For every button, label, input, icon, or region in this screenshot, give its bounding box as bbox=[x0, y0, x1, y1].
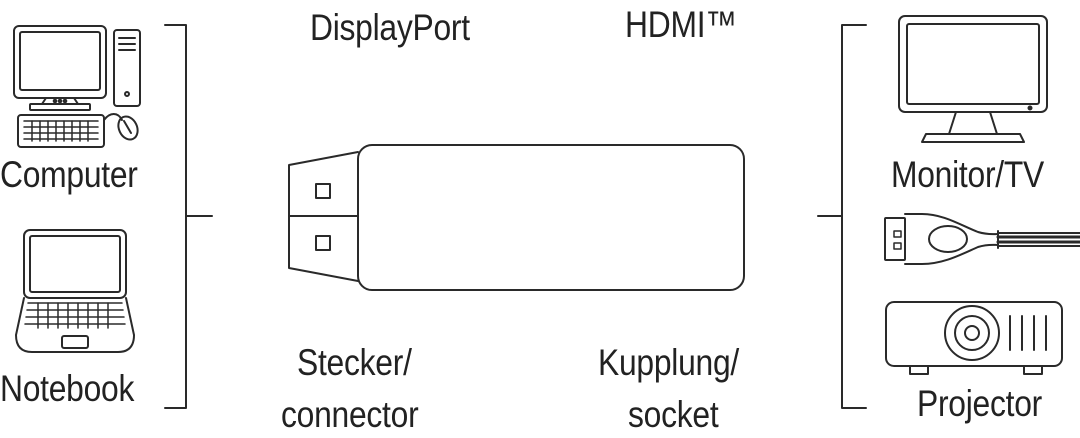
monitor-icon bbox=[899, 16, 1047, 142]
plug-contact-bottom bbox=[316, 236, 330, 250]
notebook-label: Notebook bbox=[0, 368, 135, 409]
projector-label: Projector bbox=[917, 383, 1043, 424]
right-bracket bbox=[818, 25, 866, 408]
adapter-body bbox=[358, 145, 744, 290]
projector-icon bbox=[886, 302, 1062, 374]
computer-label: Computer bbox=[0, 154, 138, 195]
socket-label-line1: Kupplung/ bbox=[598, 342, 739, 383]
notebook-icon bbox=[16, 230, 134, 352]
plug-label-line1: Stecker/ bbox=[297, 342, 412, 383]
plug-contact-top bbox=[316, 184, 330, 198]
socket-label-line2: socket bbox=[628, 394, 719, 435]
monitor-tv-label: Monitor/TV bbox=[891, 154, 1045, 195]
computer-icon bbox=[14, 26, 141, 147]
plug-label-line2: connector bbox=[281, 394, 419, 435]
left-bracket bbox=[165, 25, 212, 408]
hdmi-label: HDMI™ bbox=[625, 4, 737, 45]
adapter-illustration bbox=[289, 145, 744, 290]
hdmi-cable-icon bbox=[885, 214, 1080, 264]
displayport-label: DisplayPort bbox=[310, 7, 470, 48]
